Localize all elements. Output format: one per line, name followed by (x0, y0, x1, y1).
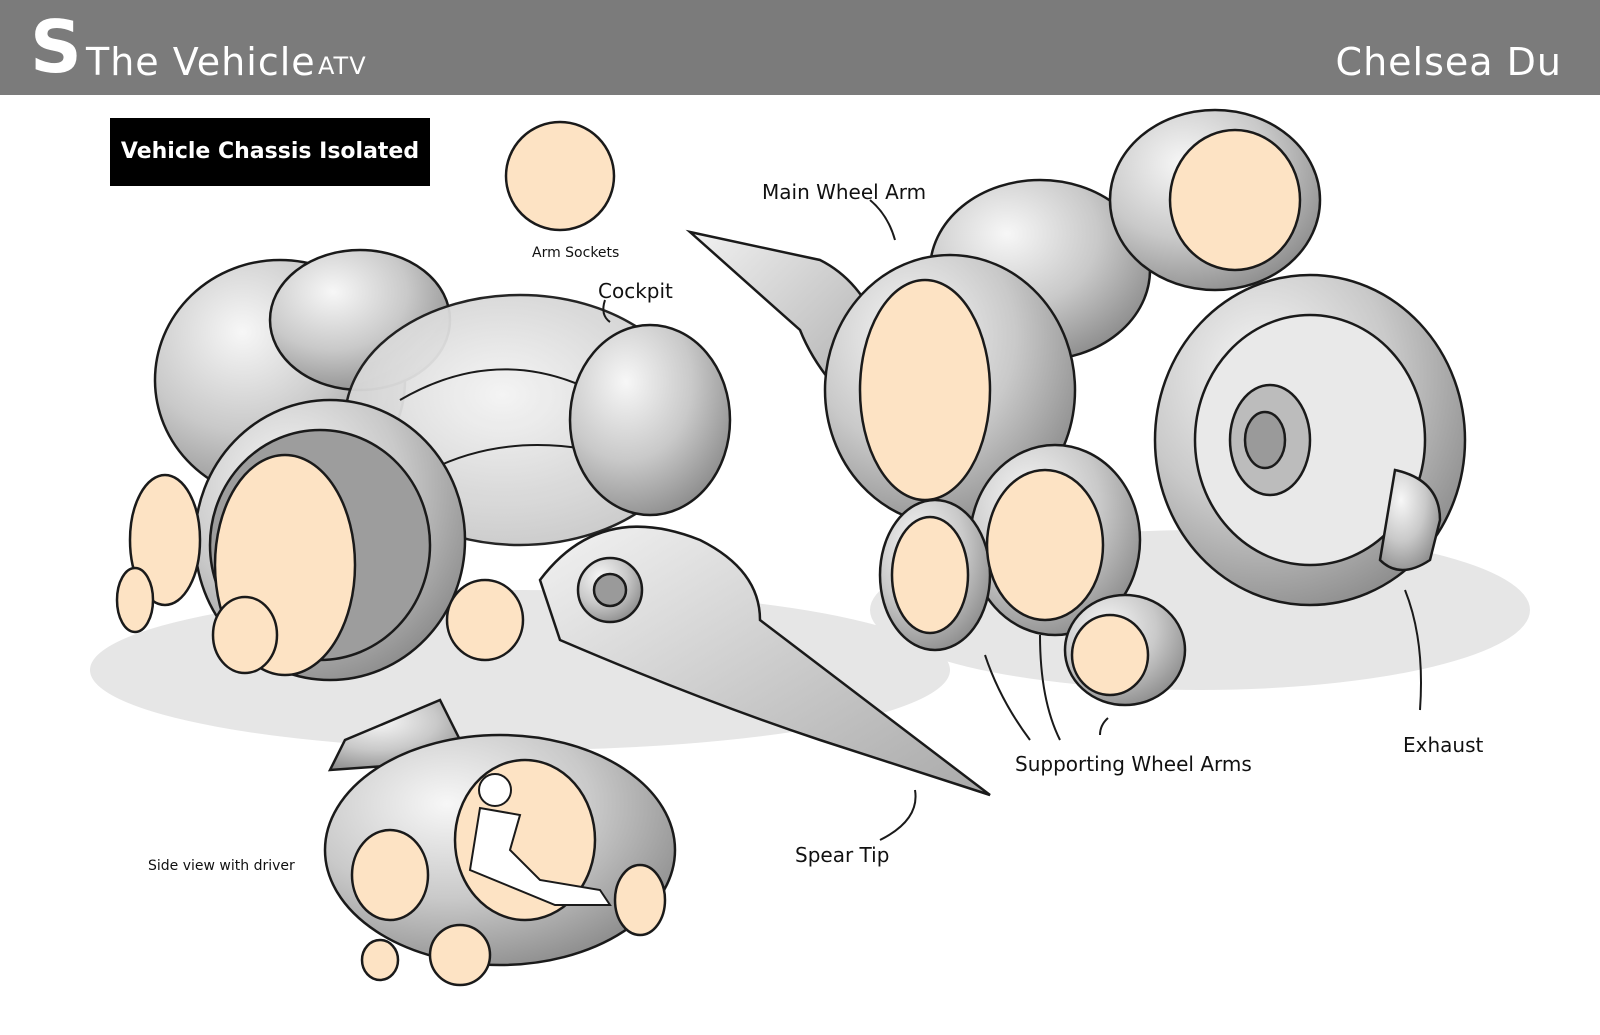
left-spear (538, 525, 991, 797)
left-sockets (115, 453, 525, 677)
arm-socket-swatch (504, 120, 616, 232)
driver-figure (468, 773, 612, 906)
page-subtitle: ATV (318, 52, 367, 80)
right-vehicle (685, 108, 1467, 707)
header-bar: S The Vehicle ATV Chelsea Du (0, 0, 1600, 95)
section-logo: S (30, 5, 82, 89)
page-title: The Vehicle (86, 40, 316, 84)
author-name: Chelsea Du (1335, 40, 1562, 84)
section-title-badge: Vehicle Chassis Isolated (110, 118, 430, 186)
exhaust-pipe (1378, 468, 1442, 572)
label-cockpit: Cockpit (598, 279, 673, 303)
label-exhaust: Exhaust (1403, 733, 1484, 757)
label-spear-tip: Spear Tip (795, 843, 890, 867)
label-side-view: Side view with driver (148, 858, 295, 874)
label-supporting-wheel-arms: Supporting Wheel Arms (1015, 752, 1252, 776)
callout-arrows (602, 199, 1422, 841)
right-sockets (858, 128, 1302, 697)
label-arm-sockets: Arm Sockets (532, 245, 620, 261)
vehicle-illustration (90, 108, 1530, 987)
label-main-wheel-arm: Main Wheel Arm (762, 180, 927, 204)
